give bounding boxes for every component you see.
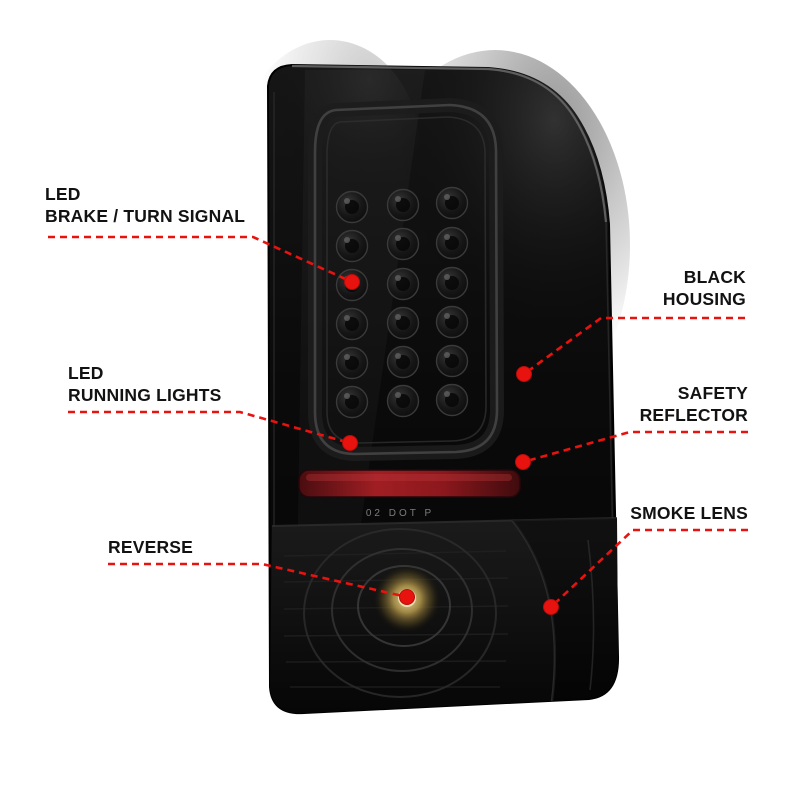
- callout-text-line: LED: [45, 184, 81, 204]
- callout-dots: [342, 274, 559, 615]
- callout-led-brake-turn-signal: LED BRAKE / TURN SIGNAL: [45, 183, 245, 227]
- callout-text-line: BLACK: [683, 267, 746, 287]
- callout-black-housing: BLACK HOUSING: [663, 266, 746, 310]
- callout-reverse: REVERSE: [108, 536, 193, 558]
- led-array: [335, 186, 469, 419]
- leader-led-running-lights: [68, 410, 351, 445]
- leader-led-brake-turn-signal: [48, 235, 353, 284]
- housing-marking-text: 02 DOT P: [366, 508, 434, 519]
- callout-text-line: LED: [68, 363, 104, 383]
- led-light-bar: [308, 97, 505, 462]
- callout-safety-reflector: SAFETY REFLECTOR: [640, 382, 748, 426]
- dot-reverse: [399, 589, 415, 605]
- callout-text-line: REFLECTOR: [639, 405, 748, 425]
- dot-black-housing: [516, 366, 532, 382]
- dot-smoke-lens: [543, 599, 559, 615]
- callout-text-line: REVERSE: [108, 537, 194, 557]
- callout-text-line: RUNNING LIGHTS: [68, 385, 222, 405]
- callout-text-line: SMOKE LENS: [630, 503, 748, 523]
- dot-led-brake-turn-signal: [344, 274, 360, 290]
- callout-text-line: HOUSING: [662, 289, 746, 309]
- leader-reverse: [108, 562, 408, 599]
- safety-reflector-strip: [298, 469, 521, 498]
- leader-smoke-lens: [550, 528, 748, 608]
- dot-safety-reflector: [515, 454, 531, 470]
- callout-lines: [48, 235, 748, 608]
- reverse-lens-section: [270, 517, 619, 714]
- dot-led-running-lights: [342, 435, 358, 451]
- callout-text-line: BRAKE / TURN SIGNAL: [45, 206, 246, 226]
- leader-safety-reflector: [522, 430, 748, 464]
- callout-text-line: SAFETY: [677, 383, 748, 403]
- callout-smoke-lens: SMOKE LENS: [630, 502, 748, 524]
- leader-black-housing: [523, 316, 745, 376]
- callout-led-running-lights: LED RUNNING LIGHTS: [68, 362, 222, 406]
